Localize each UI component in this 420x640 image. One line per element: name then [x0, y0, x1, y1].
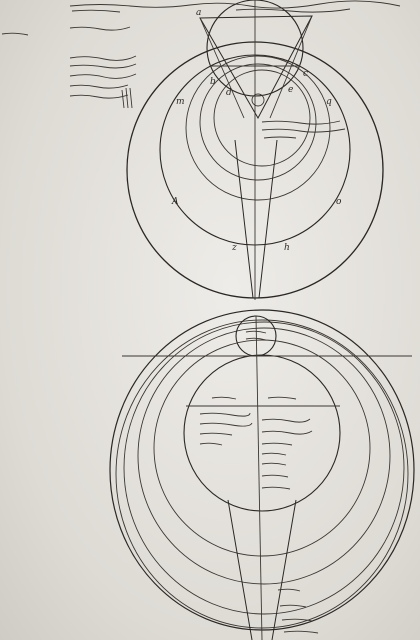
lower-diagram — [109, 309, 415, 640]
letter-m1: m — [176, 97, 185, 107]
lower-shadow-cone — [227, 499, 297, 640]
upper-triangle — [199, 15, 313, 120]
letter-d1: d — [226, 88, 232, 98]
letter-o1: o — [336, 197, 342, 207]
upper-small-center-circle — [251, 93, 265, 107]
letter-b1: b — [210, 77, 216, 87]
upper-inner-circle — [213, 69, 311, 167]
header-text-scribbles — [1, 0, 401, 109]
lower-inner-text — [199, 396, 313, 490]
upper-diagram: a b c d e m q A o z h — [126, 0, 384, 300]
lower-vertical-axis — [255, 315, 263, 640]
lower-ring-3 — [123, 321, 405, 615]
upper-shadow-cone — [234, 139, 278, 299]
lower-ring-4 — [137, 327, 391, 585]
letter-e1: e — [288, 85, 293, 95]
letter-z1: z — [231, 243, 237, 253]
lower-ring-5 — [153, 339, 371, 557]
letter-A1: A — [171, 197, 179, 207]
letter-c1: c — [303, 69, 308, 79]
upper-inner-text — [261, 120, 346, 139]
lower-ring-text — [277, 588, 319, 634]
letter-a1: a — [196, 8, 201, 18]
letter-h1: h — [284, 243, 290, 253]
letter-q1: q — [326, 97, 332, 107]
lower-top-circle-text — [245, 330, 267, 341]
upper-cone-lines — [199, 15, 313, 119]
upper-third-circle — [185, 55, 331, 201]
upper-fourth-circle — [199, 63, 317, 181]
lower-ring-1 — [109, 309, 415, 631]
